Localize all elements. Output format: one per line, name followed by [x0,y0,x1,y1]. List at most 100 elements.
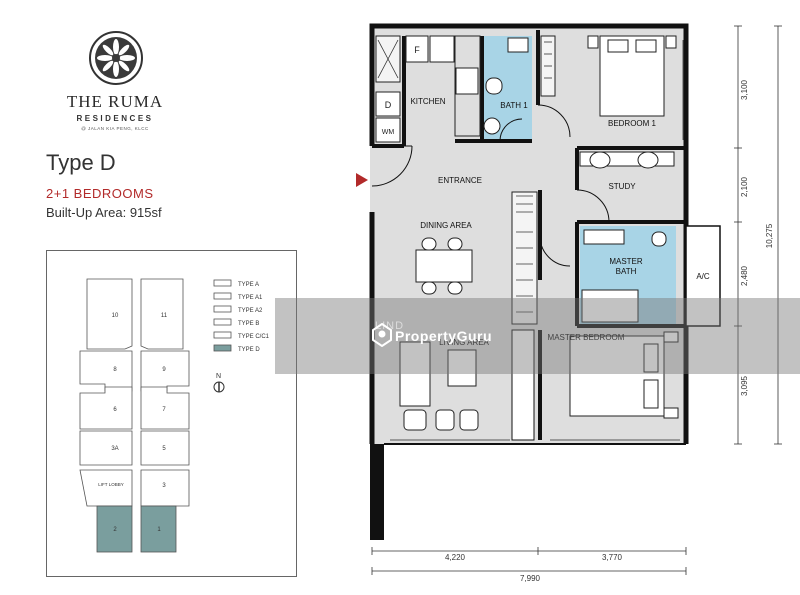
key-unit-10 [86,278,133,350]
study-chair-right [637,151,659,169]
dim-right-4: 3,095 [740,375,749,396]
label-bedroom1: BEDROOM 1 [608,119,657,128]
legend-swatch-a1 [213,292,232,300]
dim-bottom-2: 3,770 [602,553,623,562]
key-unit-1 [140,505,177,553]
bath1-shower [483,117,501,135]
fridge [405,35,429,63]
dining-chair-1 [421,237,437,251]
bedroom1-nightstand-right [665,35,677,49]
dryer-label: D [385,100,392,110]
key-label-11: 11 [161,313,168,319]
dining-chair-3 [421,281,437,295]
key-unit-3 [140,469,190,507]
wardrobe-corridor [511,191,538,325]
label-ac: A/C [696,272,710,281]
washer [375,117,401,143]
stove [455,67,479,95]
key-unit-5 [140,430,190,466]
legend-label-a1: TYPE A1 [238,295,263,301]
label-study: STUDY [608,182,636,191]
key-label-lift-lobby: LIFT LOBBY [98,482,123,487]
watermark-band: LIND [275,298,800,374]
label-entrance: ENTRANCE [438,176,482,185]
legend-label-b: TYPE B [238,321,259,327]
propertyguru-logo-icon [372,323,392,347]
key-label-3: 3 [162,483,166,489]
living-sofa [399,341,431,407]
ruma-logo [88,30,144,86]
kitchen-sink [429,35,455,63]
master-bath-tub [581,289,639,323]
bedroom1-nightstand-left [587,35,599,49]
dim-total-height: 10,275 [765,223,774,248]
master-bed-pillow-bottom [643,379,659,409]
master-nightstand-top [663,331,679,343]
legend-swatch-a2 [213,305,232,313]
dim-right-1: 3,100 [740,79,749,100]
bath1-basin [507,37,529,53]
key-label-7: 7 [162,407,166,413]
key-plan: 10 11 8 9 6 7 3A 5 LIFT LOBBY 3 2 1 [46,250,297,577]
bedroom1-pillow-right [635,39,657,53]
key-unit-11 [140,278,184,350]
label-master-bedroom: MASTER BEDROOM [548,333,625,342]
bedroom1-door [537,104,571,138]
north-arrow-icon: N [213,373,225,393]
legend-label-a: TYPE A [238,282,259,288]
key-unit-6 [79,386,133,430]
fridge-label: F [414,45,420,55]
dim-right-3: 2,480 [740,265,749,286]
key-label-5: 5 [162,446,166,452]
master-bath-toilet [651,231,667,247]
key-label-6: 6 [113,407,117,413]
label-bath1: BATH 1 [500,101,528,110]
living-coffee-table [447,349,477,387]
label-master-bath-2: BATH [616,267,637,276]
floor-plan: F D WM [356,23,782,583]
balcony-slab-left [370,444,384,540]
unit-type-title: Type D [46,150,116,175]
column-corridor [511,329,535,441]
legend-swatch-c [213,331,232,339]
dining-chair-2 [447,237,463,251]
label-master-bath-1: MASTER [609,257,643,266]
key-unit-3a [79,430,133,466]
study-chair-left [589,151,611,169]
label-kitchen: KITCHEN [410,97,445,106]
entrance-arrow-icon [356,173,368,187]
north-label: N [216,373,221,380]
living-armchair-3 [459,409,479,431]
key-lift-lobby [79,469,133,507]
kitchen-counter [454,35,481,137]
corridor-door [539,235,571,267]
entrance-door [371,145,413,187]
bath1-door [499,118,523,142]
dim-total-width: 7,990 [520,574,541,583]
dining-chair-4 [447,281,463,295]
washer-label: WM [382,129,395,136]
legend-swatch-a [213,279,232,287]
key-unit-2 [96,505,133,553]
label-living: LIVING AREA [439,338,489,347]
info-panel: THE RUMA RESIDENCES @ JALAN KIA PENG, KL… [0,0,340,595]
key-unit-8 [79,350,133,392]
key-label-1: 1 [157,527,161,533]
dim-bottom-1: 4,220 [445,553,466,562]
label-dining: DINING AREA [420,221,472,230]
dining-table [415,249,473,283]
built-up-area: Built-Up Area: 915sf [46,205,162,220]
brand-name: THE RUMA [66,92,164,111]
master-bath-vanity [583,229,625,245]
watermark-brand: PropertyGuru [395,328,493,344]
legend-label-a2: TYPE A2 [238,308,263,314]
master-nightstand-bottom [663,407,679,419]
key-label-2: 2 [113,527,117,533]
key-label-10: 10 [112,313,119,319]
bedroom1-pillow-left [607,39,629,53]
key-unit-7 [140,386,190,430]
legend-swatch-b [213,318,232,326]
study-door [576,189,610,223]
legend-label-c: TYPE C/C1 [238,334,270,340]
dim-right-2: 2,100 [740,176,749,197]
